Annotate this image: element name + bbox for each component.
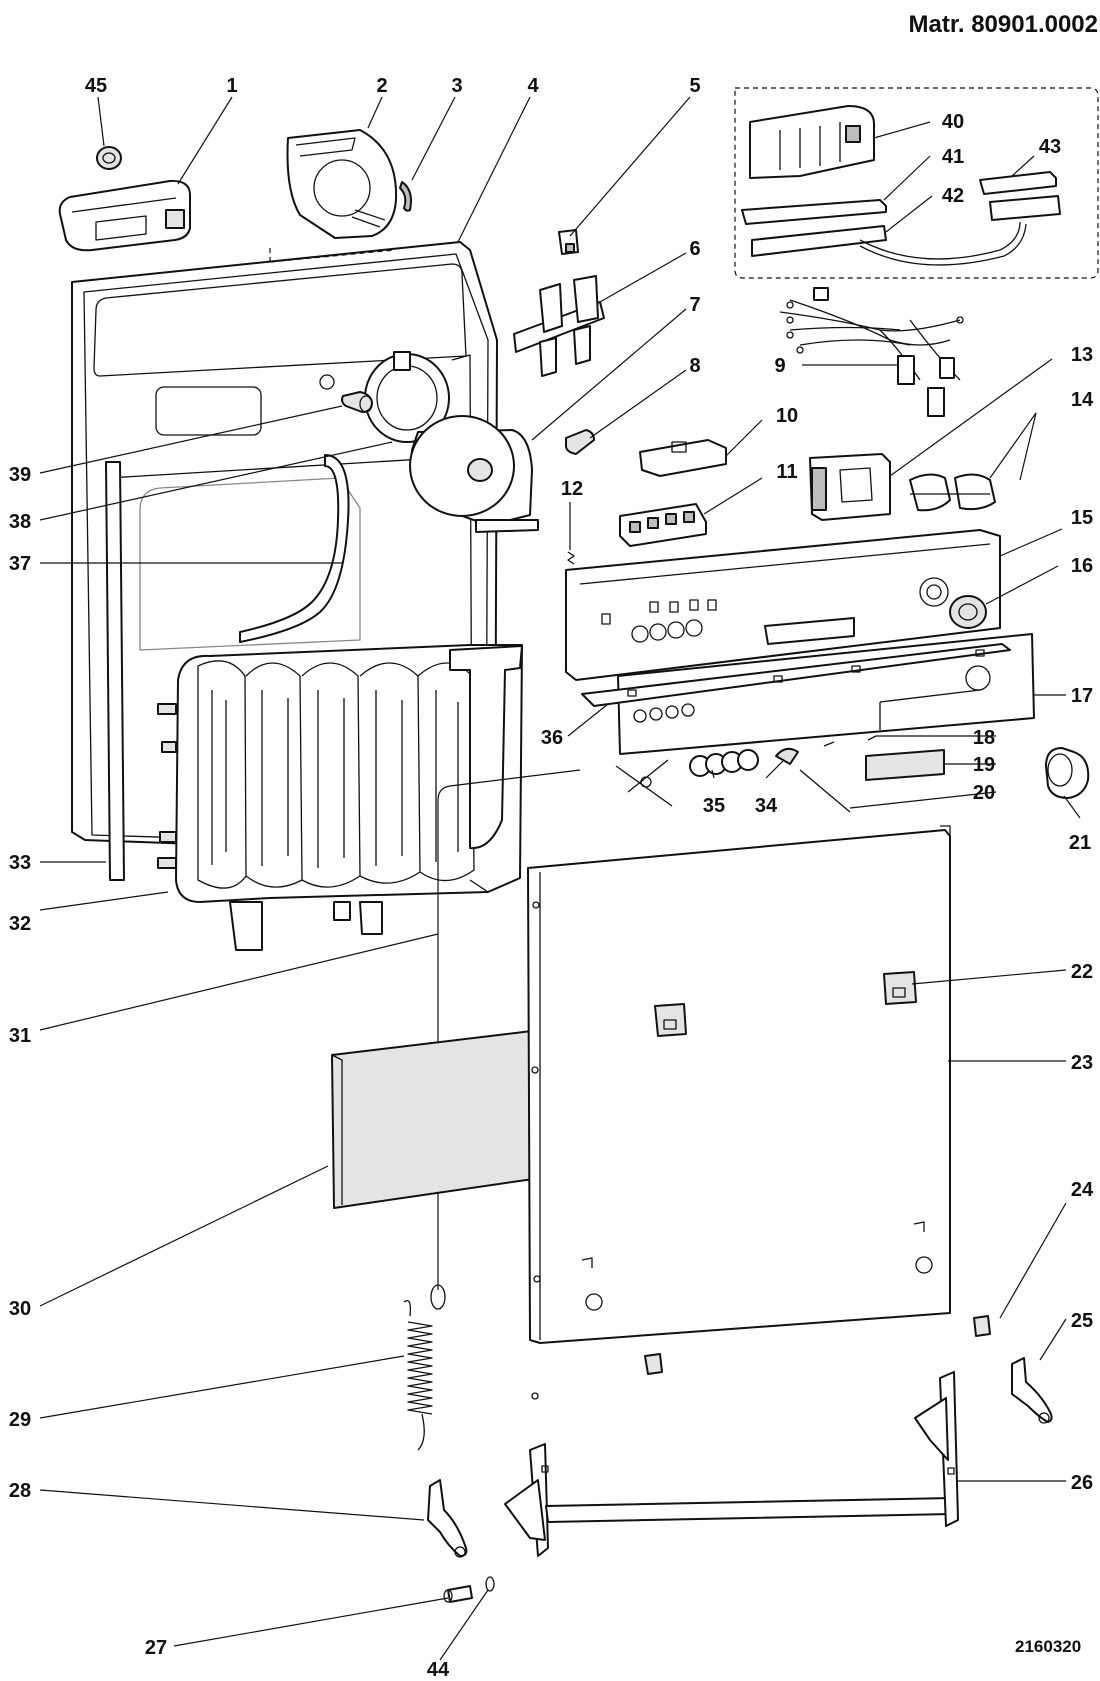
part-34-lens	[775, 747, 799, 765]
part-36-trim-strip	[581, 643, 1011, 707]
part-13-relay	[809, 453, 891, 521]
callout-25: 25	[1071, 1310, 1093, 1332]
part-23-outer-door-panel	[527, 825, 951, 1400]
part-1-housing	[58, 179, 191, 252]
callout-35: 35	[703, 795, 725, 817]
part-30-insulation-board	[331, 1029, 541, 1209]
part-11-switch-block	[619, 503, 707, 547]
callout-43: 43	[1039, 136, 1061, 158]
part-2-fan-cover	[286, 129, 398, 239]
callout-14: 14	[1071, 389, 1094, 411]
callout-21: 21	[1069, 832, 1091, 854]
callout-9: 9	[774, 355, 785, 377]
callout-45: 45	[85, 75, 107, 97]
callout-36: 36	[541, 727, 563, 749]
part-5-switch	[558, 229, 579, 255]
part-24-screw	[581, 1221, 991, 1375]
callout-32: 32	[9, 913, 31, 935]
part-19-window	[865, 749, 945, 781]
drawing-number: 2160320	[1015, 1637, 1081, 1656]
part-15-control-panel	[565, 529, 1001, 681]
callout-17: 17	[1071, 685, 1093, 707]
callout-6: 6	[689, 238, 700, 260]
part-31-clip	[615, 759, 673, 807]
callout-41: 41	[942, 146, 964, 168]
callout-15: 15	[1071, 507, 1093, 529]
callout-2: 2	[376, 75, 387, 97]
material-number: Matr. 80901.0002	[909, 11, 1098, 38]
part-21-knob	[1045, 747, 1090, 799]
callout-labels: 45 1 2 3 4 5 40 41 43 42 6 7 8 9 13 14 1…	[9, 75, 1094, 1681]
part-44-ring	[485, 1576, 495, 1592]
part-8-plug	[565, 429, 595, 455]
part-37-hose	[239, 454, 350, 643]
part-20-rod	[799, 769, 851, 813]
callout-26: 26	[1071, 1472, 1093, 1494]
callout-1: 1	[226, 75, 237, 97]
leader-lines	[39, 96, 1081, 1661]
callout-38: 38	[9, 511, 31, 533]
callout-34: 34	[755, 795, 778, 817]
callout-28: 28	[9, 1480, 31, 1502]
callout-8: 8	[689, 355, 700, 377]
part-6-bracket	[513, 275, 605, 377]
callout-44: 44	[427, 1659, 450, 1681]
callout-40: 40	[942, 111, 964, 133]
callout-30: 30	[9, 1298, 31, 1320]
part-25-hinge-right	[1011, 1357, 1053, 1424]
part-17-front-fascia	[617, 633, 1035, 755]
part-16-knob-ring	[949, 595, 987, 629]
callout-23: 23	[1071, 1052, 1093, 1074]
part-18-clip	[823, 735, 877, 747]
callout-10: 10	[776, 405, 798, 427]
part-group-electronics	[734, 87, 1099, 279]
part-14-fuse-holder	[909, 473, 996, 512]
callout-39: 39	[9, 464, 31, 486]
callout-42: 42	[942, 185, 964, 207]
part-39-nozzle	[341, 391, 373, 413]
part-28-hinge-left	[427, 1479, 468, 1558]
callout-4: 4	[527, 75, 539, 97]
callout-22: 22	[1071, 961, 1093, 983]
callout-37: 37	[9, 553, 31, 575]
part-10-connector	[639, 439, 727, 477]
part-33-seal-strip	[105, 461, 125, 881]
part-7-fan-assembly	[364, 351, 539, 533]
callout-3: 3	[451, 75, 462, 97]
part-35-buttons	[633, 703, 759, 777]
callout-18: 18	[973, 727, 995, 749]
part-26-base-frame	[504, 1371, 959, 1557]
callout-16: 16	[1071, 555, 1093, 577]
callout-11: 11	[776, 461, 797, 483]
part-12-spring	[567, 551, 575, 565]
part-9-wiring-harness	[779, 287, 964, 417]
part-32-condenser	[157, 644, 523, 951]
callout-13: 13	[1071, 344, 1093, 366]
part-22-hinge-plate	[654, 971, 917, 1037]
callout-19: 19	[973, 754, 995, 776]
callout-7: 7	[689, 294, 700, 316]
part-45-cap	[96, 146, 122, 170]
part-3-clip	[399, 181, 412, 212]
callout-24: 24	[1071, 1179, 1094, 1201]
part-29-spring	[403, 1299, 433, 1451]
part-27-pin	[443, 1585, 473, 1603]
part-31-cable	[430, 769, 581, 1310]
callout-20: 20	[973, 782, 995, 804]
callout-31: 31	[9, 1025, 31, 1047]
callout-33: 33	[9, 852, 31, 874]
callout-12: 12	[561, 478, 583, 500]
callout-27: 27	[145, 1637, 167, 1659]
callout-29: 29	[9, 1409, 31, 1431]
callout-5: 5	[689, 75, 700, 97]
